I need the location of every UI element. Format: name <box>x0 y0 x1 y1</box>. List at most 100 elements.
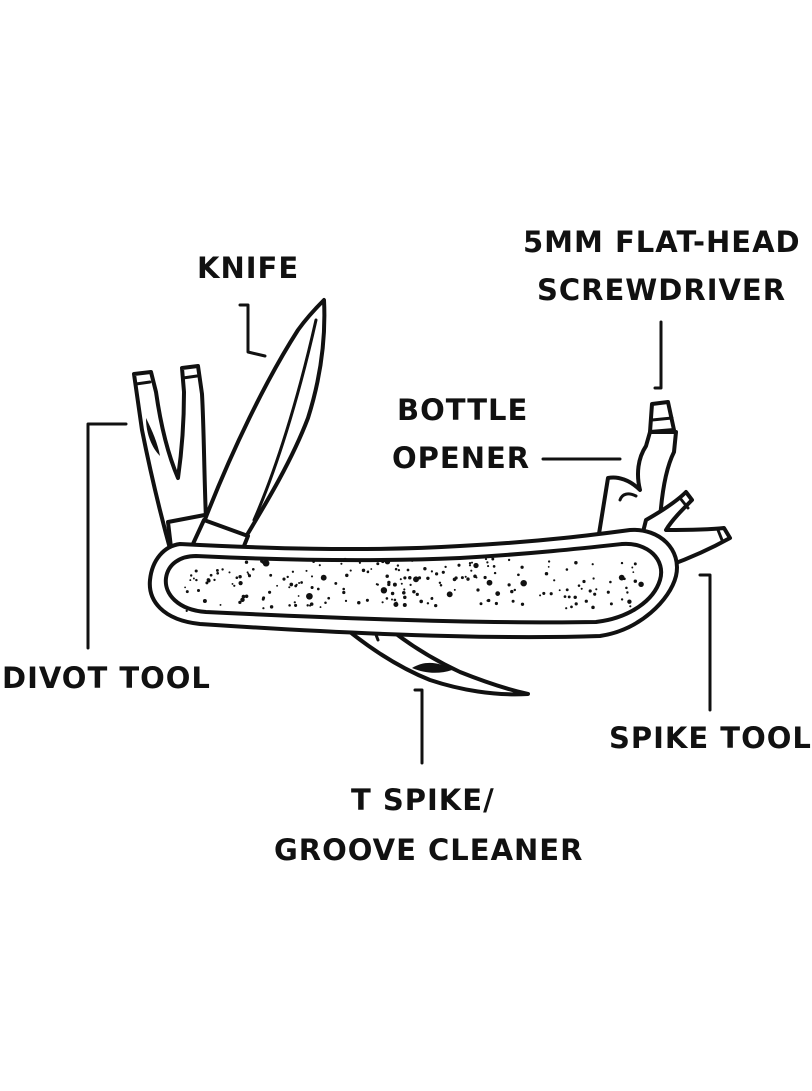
speckle-dot <box>219 603 222 606</box>
speckle-dot <box>397 568 401 572</box>
speckle-dot <box>403 576 407 580</box>
handle <box>147 527 679 640</box>
speckle-dot <box>345 573 349 578</box>
speckle-dot <box>213 578 216 582</box>
speckle-dot <box>584 599 588 603</box>
speckle-dot <box>269 605 274 609</box>
speckle-dot <box>466 577 470 581</box>
speckle-dot <box>491 557 495 561</box>
label-t-spike-line2: GROOVE CLEANER <box>274 833 584 867</box>
speckle-dot <box>247 574 252 578</box>
speckle-dot <box>393 598 397 602</box>
speckle-dot <box>435 572 439 576</box>
speckle-dot <box>343 557 347 562</box>
speckle-dot <box>606 590 610 594</box>
speckle-dot <box>476 588 480 592</box>
speckle-dot <box>426 602 430 605</box>
speckle-dot <box>209 573 213 577</box>
speckle-dot <box>395 601 398 604</box>
speckle-dot <box>305 569 308 572</box>
speckle-dot <box>565 607 568 610</box>
speckle-dot <box>310 575 314 578</box>
speckle-dot <box>381 590 384 593</box>
speckle-dot <box>492 565 496 568</box>
speckle-dot <box>520 602 525 606</box>
speckle-dot <box>215 568 219 572</box>
speckle-dot <box>244 560 249 564</box>
speckle-dot <box>633 562 637 566</box>
speckle-dot <box>549 592 553 596</box>
speckle-dot <box>294 584 298 588</box>
speckle-dot <box>246 571 249 574</box>
speckle-dot <box>441 570 445 574</box>
speckle-dot <box>453 588 456 591</box>
knife-blade <box>190 298 327 558</box>
speckle-dot <box>582 579 586 584</box>
speckle-dot <box>464 575 467 578</box>
label-screwdriver-line2: SCREWDRIVER <box>537 273 787 307</box>
leader-screwdriver <box>653 320 663 390</box>
speckle-dot <box>412 589 416 594</box>
speckle-dot <box>370 568 373 570</box>
label-spike-tool: SPIKE TOOL <box>609 721 812 755</box>
label-bottle-opener-line2: OPENER <box>392 441 531 475</box>
speckle-dot <box>468 562 472 565</box>
speckle-dot <box>384 559 391 565</box>
speckle-dot <box>419 599 424 604</box>
speckle-dot <box>547 560 551 563</box>
speckle-dot <box>591 605 595 610</box>
speckle-dot <box>475 576 478 579</box>
speckle-dot <box>626 591 629 594</box>
speckle-dot <box>629 605 632 608</box>
speckle-dot <box>493 571 497 575</box>
speckle-dot <box>495 591 501 596</box>
speckle-dot <box>520 579 527 587</box>
speckle-dot <box>260 559 264 563</box>
speckle-dot <box>269 573 273 577</box>
speckle-dot <box>300 581 303 584</box>
speckle-dot <box>381 601 384 604</box>
speckle-dot <box>625 586 628 590</box>
speckle-dot <box>520 565 524 569</box>
speckle-dot <box>286 575 289 579</box>
speckle-dot <box>542 591 546 595</box>
speckle-dot <box>633 609 636 612</box>
speckle-dot <box>319 606 322 609</box>
speckle-dot <box>241 594 246 599</box>
speckle-dot <box>511 599 515 603</box>
speckle-dot <box>387 582 391 587</box>
speckle-dot <box>577 584 581 587</box>
speckle-dot <box>487 565 490 568</box>
speckle-dot <box>593 592 597 596</box>
speckle-dot <box>365 598 369 602</box>
speckle-dot <box>403 595 407 600</box>
speckle-dot <box>385 574 389 578</box>
speckle-dot <box>486 579 493 586</box>
speckle-dot <box>185 609 188 613</box>
speckle-dot <box>375 583 378 586</box>
speckle-dot <box>434 603 438 608</box>
speckle-dot <box>316 587 320 591</box>
speckle-dot <box>205 581 209 585</box>
speckle-dot <box>297 595 300 597</box>
speckle-dot <box>221 568 224 571</box>
speckle-dot <box>357 600 361 605</box>
speckle-dot <box>631 566 634 569</box>
speckle-dot <box>544 571 549 576</box>
speckle-dot <box>293 601 296 604</box>
speckle-dot <box>268 590 272 594</box>
speckle-dot <box>479 602 483 606</box>
speckle-dot <box>460 576 464 580</box>
speckle-dot <box>327 596 331 600</box>
speckle-dot <box>238 574 242 579</box>
speckle-dot <box>539 594 542 597</box>
speckle-dot <box>595 588 598 591</box>
speckle-dot <box>507 558 511 562</box>
speckle-dot <box>391 598 393 601</box>
speckle-dot <box>233 584 236 587</box>
speckle-dot <box>376 562 380 566</box>
speckle-dot <box>446 591 453 598</box>
label-bottle-opener-line1: BOTTLE <box>397 393 529 427</box>
speckle-dot <box>396 564 400 567</box>
speckle-dot <box>344 599 348 603</box>
